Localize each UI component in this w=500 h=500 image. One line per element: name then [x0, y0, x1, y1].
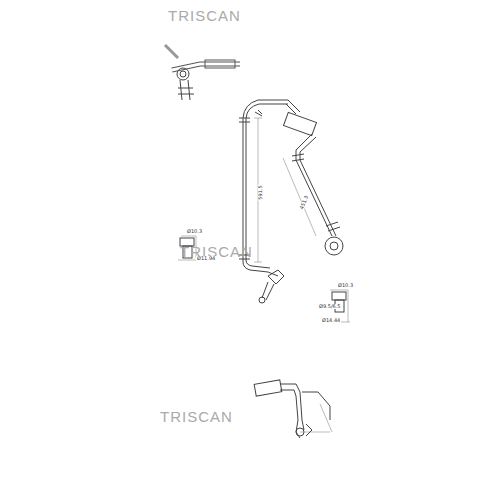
dimension-diameter: Ø11.94 — [196, 256, 216, 261]
inset-top — [165, 45, 240, 100]
dimension-diameter: Ø10.3 — [186, 229, 203, 234]
inset-bottom — [254, 380, 332, 438]
dimension-lines — [254, 118, 316, 262]
dimension-length: 451.3 — [299, 194, 310, 211]
dimension-diameter: Ø10.3 — [337, 283, 354, 288]
watermark: TRISCAN — [160, 409, 233, 424]
dimension-diameter: Ø14.44 — [321, 318, 341, 323]
watermark: TRISCAN — [180, 244, 253, 259]
main-line — [239, 100, 343, 303]
dimension-diameter: Ø9.5/6.5 — [318, 304, 342, 309]
dimension-length: 591.5 — [258, 184, 263, 200]
watermark: TRISCAN — [168, 8, 241, 23]
